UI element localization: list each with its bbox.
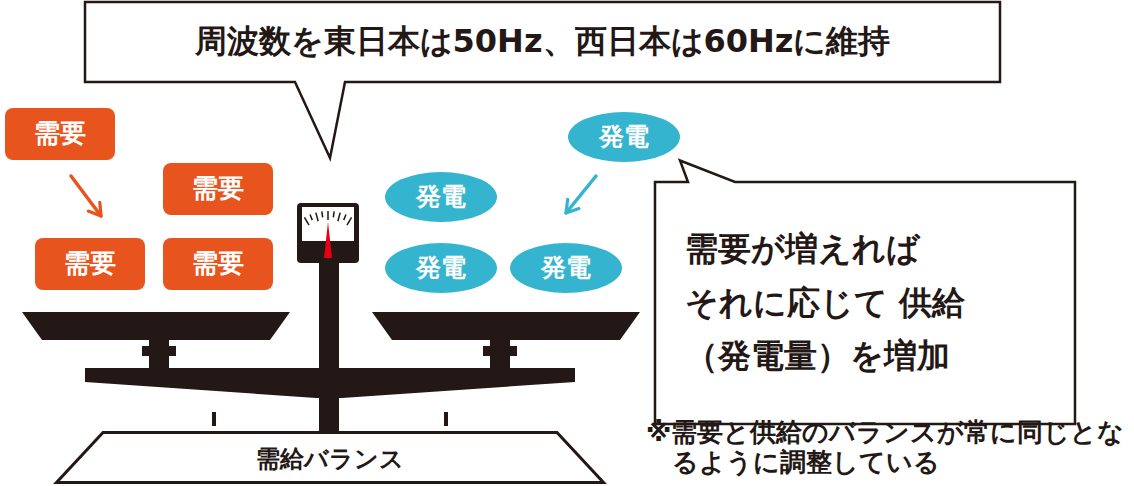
right-post-knob [483,346,517,356]
text-holder: 発電 [510,243,622,293]
generation-fill [385,172,497,222]
text-holder: 需要 [35,238,145,290]
gauge-needle [324,222,332,258]
right-pan [372,312,640,340]
demand-box: 需要 [163,238,273,290]
generation-ellipse: 発電 [568,112,680,162]
demand-fill [5,108,115,160]
node-text: 需要 [34,116,86,151]
flow-arrow [71,176,101,216]
gauge-tick [316,213,318,222]
demand-fill [163,163,273,215]
generation-fill [568,112,680,162]
node-text: 発電 [599,120,649,154]
node-text: 発電 [541,251,591,285]
footnote: ※需要と供給のバランスが常に同じとなるように調整している [646,418,1128,478]
tick-mark [444,412,448,426]
gauge-tick [327,211,329,220]
tick-mark [212,412,216,426]
text-holder: 発電 [385,172,497,222]
generation-fill [385,243,497,293]
gauge-tick [305,217,310,225]
demand-box: 需要 [163,163,273,215]
bubble-outline [655,160,1075,424]
text-holder: 需給バランス [55,431,605,484]
node-text: 需要 [192,246,244,281]
node-text: 周波数を東日本は50Hz、西日本は60Hzに維持 [195,20,891,63]
gauge-tick [333,211,335,217]
text-holder: 発電 [568,112,680,162]
generation-fill [510,243,622,293]
node-text: 需要 [64,246,116,281]
flow-arrow [566,176,596,213]
node-text: 需要 [192,171,244,206]
gauge-tick [338,213,340,222]
generation-ellipse: 発電 [510,243,622,293]
node-text: 需要が増えれば それに応じて 供給（発電量）を増加 [685,222,1045,382]
text-holder: 需要 [5,108,115,160]
demand-fill [163,238,273,290]
scale-body [22,203,640,434]
center-post [319,258,339,434]
generation-ellipse: 発電 [385,172,497,222]
node-text: 需給バランス [256,443,404,475]
text-holder: 周波数を東日本は50Hz、西日本は60Hzに維持 [85,2,1000,82]
speech-bubble: 周波数を東日本は50Hz、西日本は60Hzに維持 [85,2,1000,82]
text-holder: 発電 [385,243,497,293]
gauge-tick [347,217,352,225]
callout-box: 需要が増えれば それに応じて 供給（発電量）を増加 [655,182,1075,424]
node-text: 発電 [416,180,466,214]
text-holder: 需要が増えれば それに応じて 供給（発電量）を増加 [655,182,1075,424]
demand-box: 需要 [35,238,145,290]
gauge-tick [321,211,323,217]
node-text: 発電 [416,251,466,285]
text-holder: 需要 [163,238,273,290]
left-post-knob [142,346,176,356]
left-pan [22,312,290,340]
scale-base: 需給バランス [55,431,605,484]
demand-box: 需要 [5,108,115,160]
gauge-housing [297,203,359,263]
bubble-outline [85,2,1000,158]
gauge-tick [310,215,312,221]
gauge-tick [344,215,346,221]
demand-fill [35,238,145,290]
base-outline [57,432,604,482]
generation-ellipse: 発電 [385,243,497,293]
text-holder: 需要 [163,163,273,215]
